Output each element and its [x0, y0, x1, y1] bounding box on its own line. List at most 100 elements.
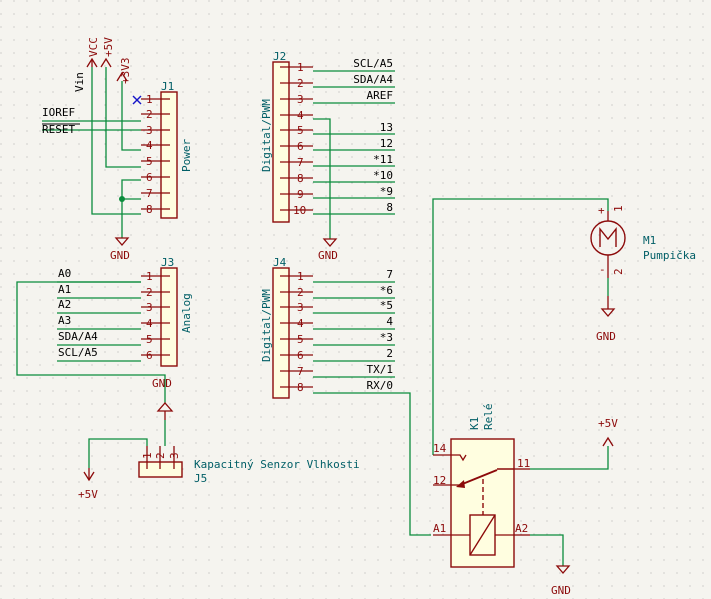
- svg-text:4: 4: [386, 315, 393, 328]
- svg-text:4: 4: [297, 109, 304, 122]
- m1-pin1: 1: [612, 205, 625, 212]
- svg-text:*6: *6: [380, 284, 393, 297]
- svg-text:*11: *11: [373, 153, 393, 166]
- svg-text:8: 8: [297, 172, 304, 185]
- j4-pin-stubs: [280, 275, 313, 388]
- svg-text:+5V: +5V: [598, 417, 618, 430]
- k1-value: Relé: [482, 404, 495, 431]
- j3-pin-stubs: [141, 275, 170, 356]
- svg-text:4: 4: [146, 317, 153, 330]
- svg-text:5: 5: [146, 155, 153, 168]
- svg-text:GND: GND: [152, 377, 172, 390]
- svg-text:2: 2: [146, 108, 153, 121]
- k1-gnd-symbol: GND: [551, 565, 571, 597]
- m1-minus-sign: -: [599, 263, 606, 276]
- j2-ref: J2: [273, 50, 286, 63]
- svg-text:SCL/A5: SCL/A5: [353, 57, 393, 70]
- svg-text:9: 9: [297, 188, 304, 201]
- j3-ref: J3: [161, 256, 174, 269]
- k1-pina1: A1: [433, 522, 446, 535]
- svg-text:6: 6: [146, 349, 153, 362]
- k1-pin-stubs: [433, 454, 530, 536]
- j4-wires: [313, 281, 431, 536]
- motor-m1[interactable]: + - 1 2 M1 Pumpička: [590, 204, 696, 278]
- svg-text:VCC: VCC: [87, 37, 100, 57]
- svg-text:SDA/A4: SDA/A4: [353, 73, 393, 86]
- svg-text:2: 2: [297, 77, 304, 90]
- k1-ref: K1: [468, 417, 481, 430]
- m1-ref: M1: [643, 234, 656, 247]
- svg-text:1: 1: [297, 61, 304, 74]
- svg-text:2: 2: [386, 347, 393, 360]
- svg-text:5: 5: [297, 333, 304, 346]
- j4-ref: J4: [273, 256, 287, 269]
- connector-j1[interactable]: J1 Power 1 2 3 4 5 6 7 8: [132, 80, 193, 219]
- j3-net-labels: A0 A1 A2 A3 SDA/A4 SCL/A5: [58, 267, 98, 359]
- svg-text:1: 1: [146, 93, 153, 106]
- k1-pin14: 14: [433, 442, 447, 455]
- reset-label: RESET: [42, 123, 80, 136]
- k1-contact-arm: [459, 469, 498, 486]
- svg-text:Vin: Vin: [73, 72, 86, 92]
- svg-text:1: 1: [146, 270, 153, 283]
- connector-j3[interactable]: J3 Analog 1 2 3 4 5 6: [141, 256, 193, 367]
- svg-text:GND: GND: [551, 584, 571, 597]
- j2-gnd-symbol: GND: [318, 238, 338, 262]
- svg-text:4: 4: [146, 139, 153, 152]
- svg-text:3: 3: [146, 301, 153, 314]
- svg-text:2: 2: [146, 286, 153, 299]
- svg-text:7: 7: [146, 187, 153, 200]
- connector-j5[interactable]: 1 2 3 Kapacitný Senzor Vlhkosti J5: [138, 446, 360, 485]
- j1-no-connect-marker: [132, 95, 142, 105]
- j2-value: Digital/PWM: [260, 99, 273, 172]
- k1-pin12: 12: [433, 474, 446, 487]
- svg-text:+5V: +5V: [102, 37, 115, 57]
- svg-text:*5: *5: [380, 299, 393, 312]
- svg-text:2: 2: [154, 452, 167, 459]
- svg-text:4: 4: [297, 317, 304, 330]
- k1-pin11: 11: [517, 457, 530, 470]
- svg-text:+3V3: +3V3: [119, 58, 132, 85]
- j1-pin-numbers: 1 2 3 4 5 6 7 8: [146, 93, 153, 216]
- j2-wires: [313, 70, 395, 239]
- k1-contact-arrow: [456, 480, 465, 488]
- svg-text:12: 12: [380, 137, 393, 150]
- svg-text:10: 10: [293, 204, 306, 217]
- j1-body: [160, 91, 178, 219]
- svg-text:7: 7: [297, 156, 304, 169]
- svg-text:7: 7: [386, 268, 393, 281]
- svg-text:13: 13: [380, 121, 393, 134]
- m1-pin2: 2: [612, 268, 625, 275]
- connector-j4[interactable]: J4 Digital/PWM 1 2 3 4 5 6 7 8: [260, 256, 313, 399]
- svg-text:6: 6: [297, 140, 304, 153]
- svg-text:8: 8: [146, 203, 153, 216]
- svg-text:SDA/A4: SDA/A4: [58, 330, 98, 343]
- k1-wires: [530, 446, 609, 566]
- k1-plus5v-symbol: +5V: [598, 417, 618, 447]
- m1-wires: [432, 198, 609, 455]
- plus5v-power-symbol: +5V: [102, 37, 115, 57]
- j4-body: [272, 267, 290, 399]
- j2-net-labels: SCL/A5 SDA/A4 AREF 13 12 *11 *10 *9 8: [353, 57, 393, 214]
- relay-k1[interactable]: K1 Relé 14 11 12 A1 A2: [433, 404, 530, 568]
- j5-pin-numbers: 1 2 3: [141, 452, 181, 459]
- j3-pin-numbers: 1 2 3 4 5 6: [146, 270, 153, 362]
- connector-j2[interactable]: J2 Digital/PWM 1 2 3 4 5 6 7 8 9 10: [260, 50, 313, 223]
- m1-value: Pumpička: [643, 249, 696, 262]
- svg-text:8: 8: [386, 201, 393, 214]
- j5-plus5v-symbol: +5V: [78, 468, 98, 501]
- j1-gnd-symbol: GND: [110, 237, 130, 262]
- svg-text:GND: GND: [596, 330, 616, 343]
- j1-junction-dot: [119, 196, 125, 202]
- svg-text:SCL/A5: SCL/A5: [58, 346, 98, 359]
- j5-pin-stubs: [146, 446, 175, 469]
- svg-text:6: 6: [297, 349, 304, 362]
- j5-gnd-symbol: GND: [152, 377, 174, 420]
- svg-text:GND: GND: [110, 249, 130, 262]
- svg-text:*9: *9: [380, 185, 393, 198]
- svg-text:3: 3: [297, 301, 304, 314]
- plus3v3-power-symbol: +3V3: [116, 58, 132, 85]
- svg-text:TX/1: TX/1: [367, 363, 394, 376]
- j3-value: Analog: [180, 293, 193, 333]
